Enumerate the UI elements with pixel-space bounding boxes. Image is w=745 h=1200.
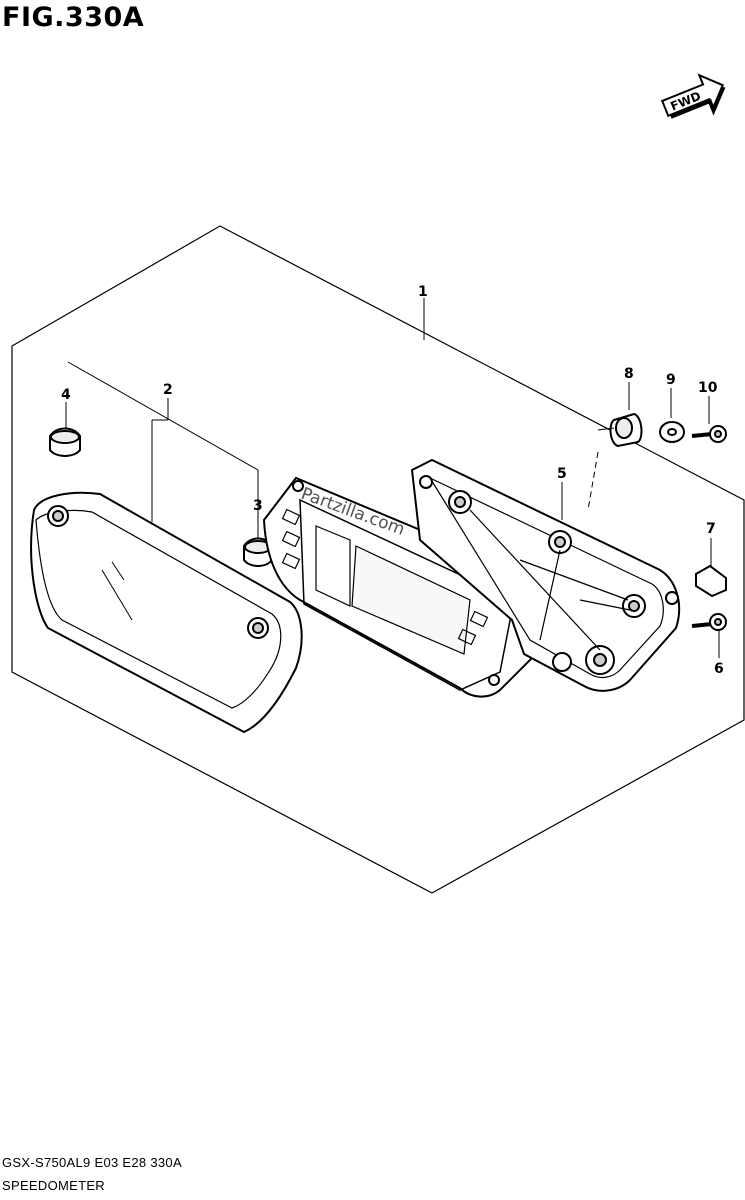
figure-title: FIG.330A (2, 2, 145, 33)
lens-cover-part-2 (30, 491, 303, 734)
callout-6: 6 (714, 661, 724, 677)
section-name: SPEEDOMETER (2, 1178, 105, 1193)
callout-labels: 1 2 3 4 5 6 7 8 9 10 (61, 284, 724, 677)
damper-part-8 (597, 412, 643, 448)
callout-1: 1 (418, 284, 428, 300)
callout-7: 7 (706, 521, 716, 537)
leader-lines (65, 298, 720, 658)
callout-4: 4 (61, 387, 71, 403)
fwd-direction-badge: FWD (660, 73, 726, 119)
callout-8: 8 (624, 366, 634, 382)
screw-part-6 (691, 613, 727, 631)
nut-clip-part-7 (695, 564, 727, 598)
callout-3: 3 (253, 498, 263, 514)
meter-case-part-5 (410, 458, 681, 692)
grommet-part-4 (49, 427, 81, 457)
washer-part-9 (659, 421, 685, 443)
callout-2: 2 (163, 382, 173, 398)
callout-9: 9 (666, 372, 676, 388)
callout-5: 5 (557, 466, 567, 482)
model-code: GSX-S750AL9 E03 E28 330A (2, 1155, 182, 1170)
assembly-boundary-frame (11, 225, 745, 894)
callout-10: 10 (698, 380, 718, 396)
screw-part-10 (691, 425, 727, 443)
